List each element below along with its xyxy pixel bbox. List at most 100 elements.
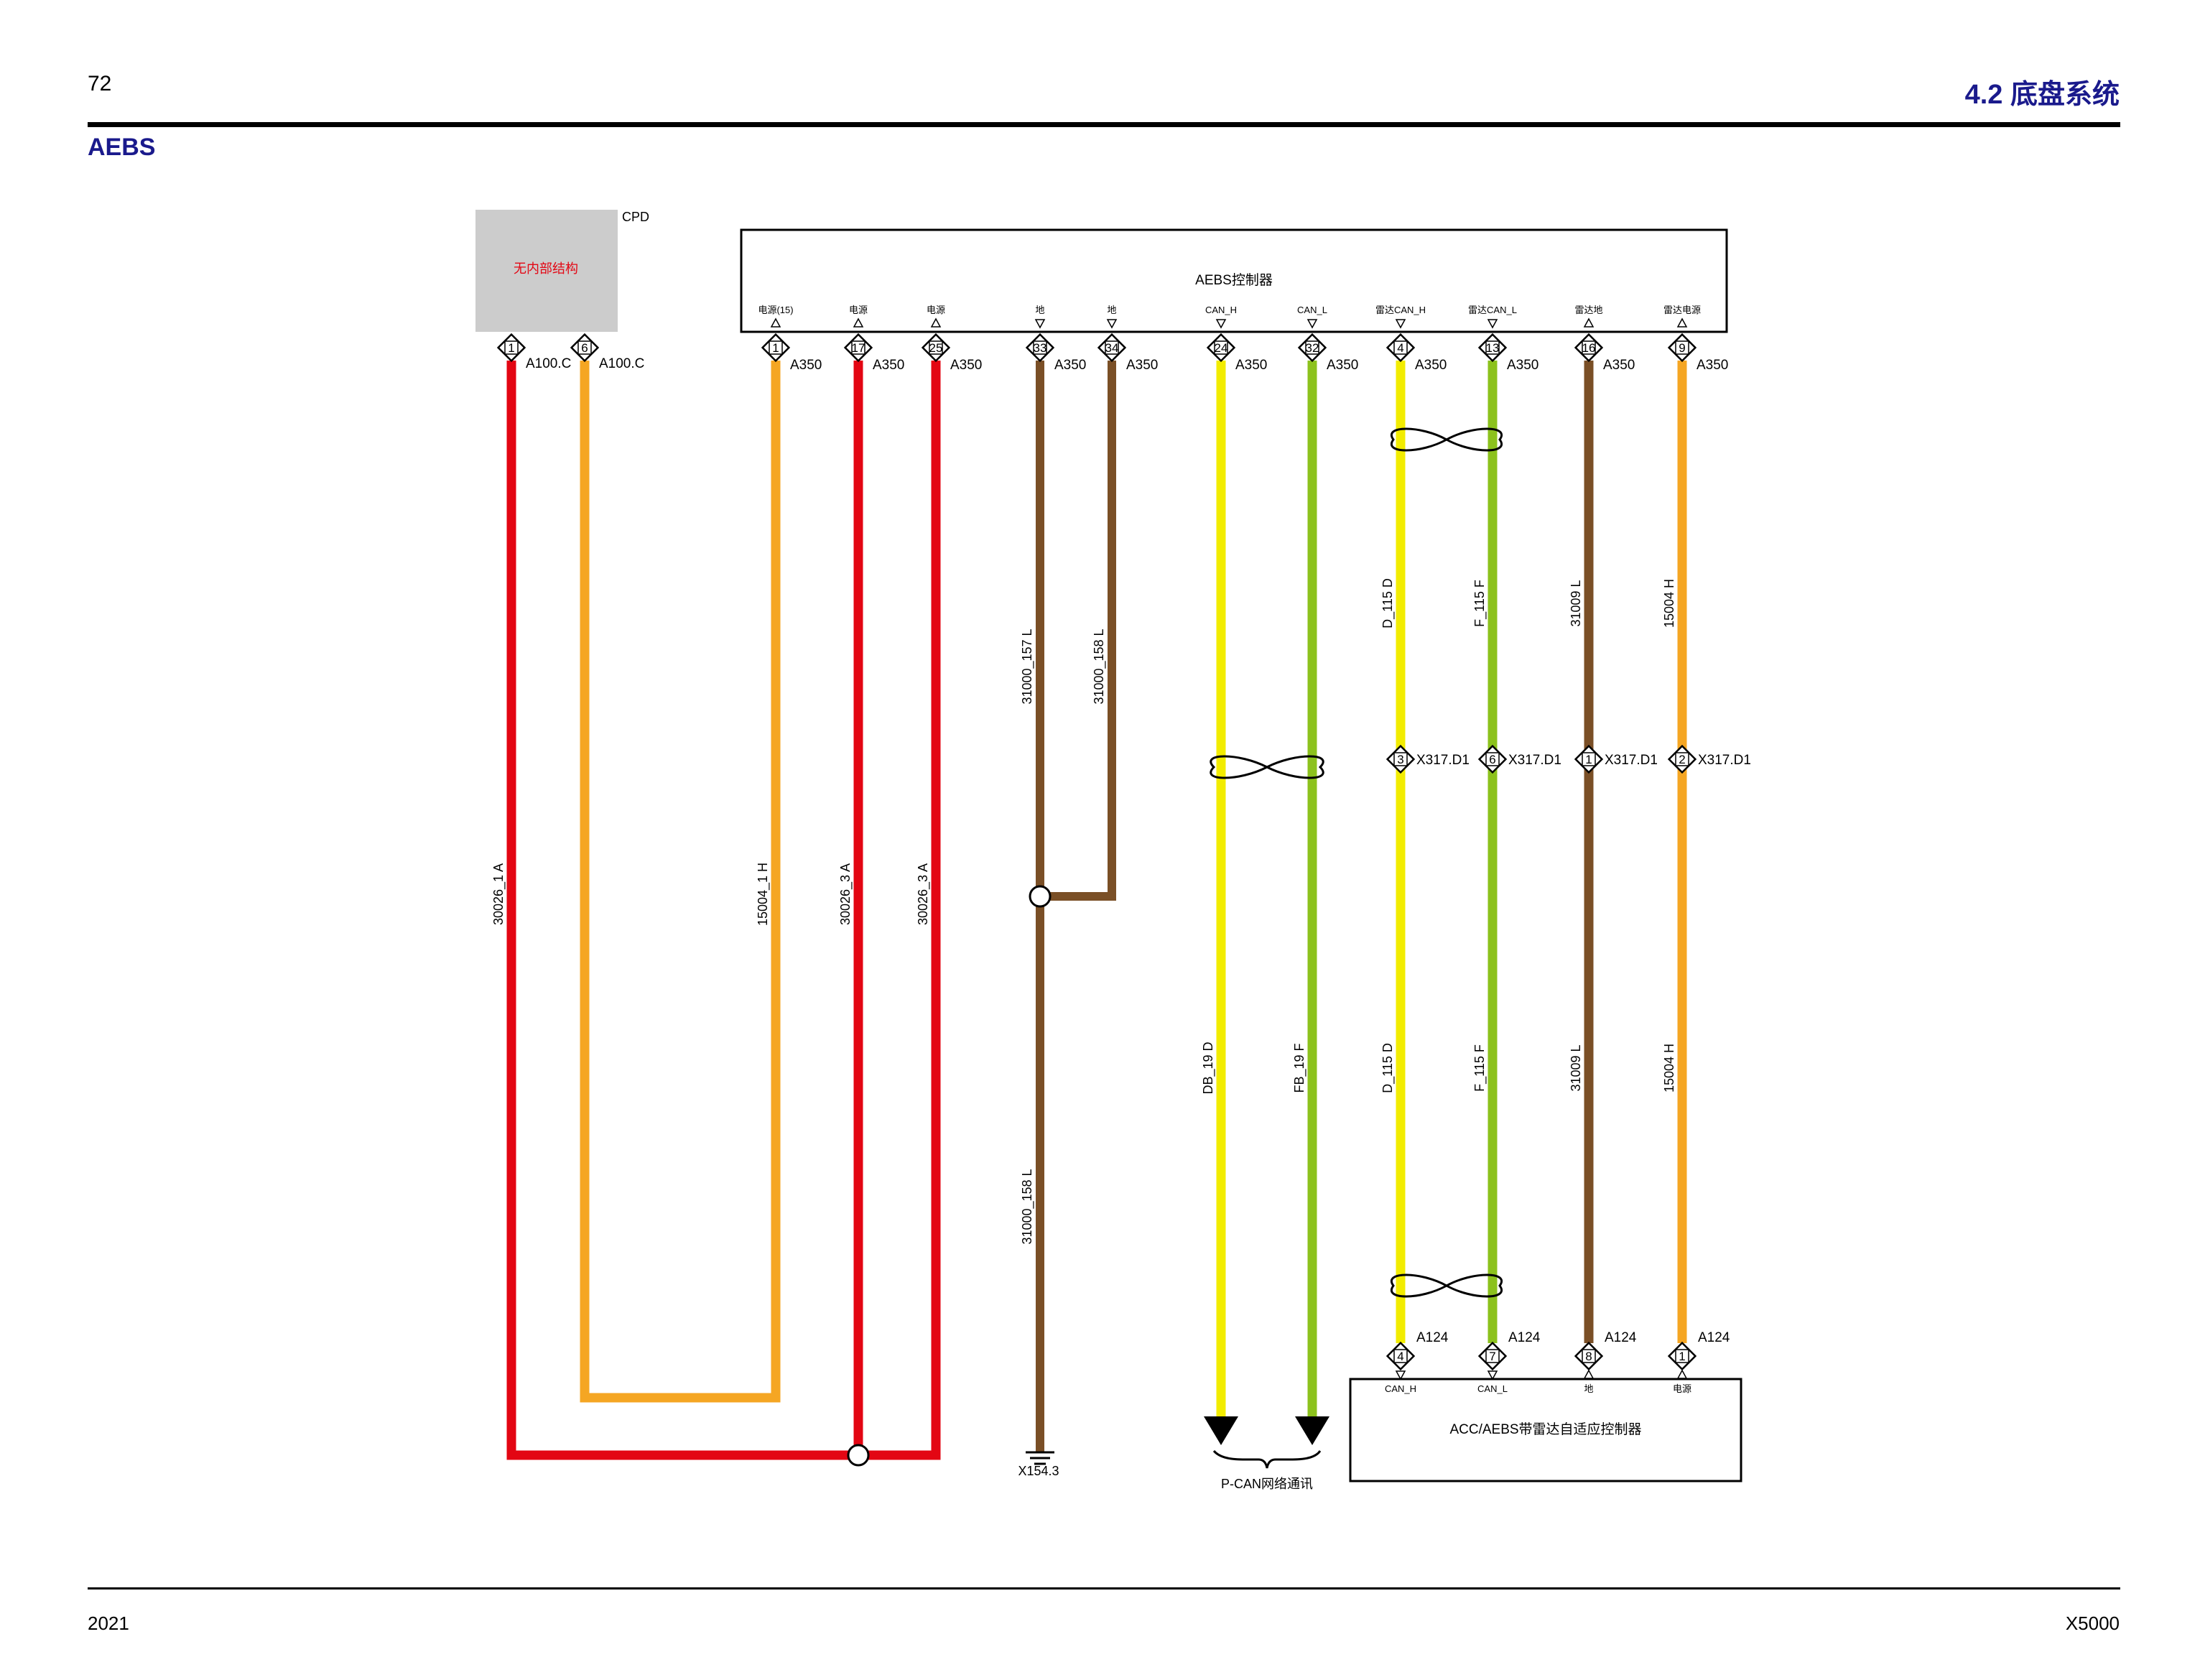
- aebs-pin-arrow-icon: [1395, 319, 1406, 329]
- aebs-pin-connector: A350: [1054, 358, 1086, 373]
- inline-pin-marker-inner: [1485, 752, 1500, 766]
- wire-label: 31009 L: [1569, 580, 1583, 626]
- header-rule: [88, 122, 2120, 127]
- aebs-controller-name: AEBS控制器: [1195, 272, 1273, 288]
- acc-pin-function: CAN_H: [1385, 1383, 1416, 1394]
- acc-controller-box: [1349, 1378, 1742, 1482]
- splice-ground: [1029, 885, 1052, 908]
- inline-pin-marker-inner: [1675, 752, 1689, 766]
- acc-pin-connector: A124: [1605, 1330, 1637, 1345]
- wire-label: F_115 F: [1472, 580, 1487, 627]
- acc-pin-connector: A124: [1698, 1330, 1730, 1345]
- cpd-pin-connector: A100.C: [599, 356, 644, 371]
- aebs-pin-arrow-icon: [1306, 319, 1318, 329]
- aebs-pin-arrow-icon: [930, 317, 942, 328]
- aebs-pin-connector: A350: [790, 358, 822, 373]
- aebs-pin-function: 电源(15): [758, 305, 793, 315]
- aebs-pin-connector: A350: [1697, 358, 1728, 373]
- wire-label: 30026_1 A: [491, 863, 506, 925]
- twisted-pair-pcan: [1210, 755, 1324, 779]
- aebs-pin-number: 24: [1215, 341, 1228, 355]
- cpd-pin-marker-inner: [577, 340, 592, 355]
- wire-label: 31000_158 L: [1020, 1169, 1035, 1244]
- aebs-pin-number: 32: [1306, 341, 1319, 355]
- aebs-pin-number: 9: [1679, 341, 1685, 355]
- wire-label: 30026_3 A: [916, 863, 931, 925]
- acc-pin-arrow-icon: [1395, 1370, 1406, 1380]
- inline-pin-number: 2: [1679, 753, 1685, 766]
- acc-controller-name: ACC/AEBS带雷达自适应控制器: [1449, 1421, 1641, 1437]
- acc-pin-marker-inner: [1675, 1349, 1689, 1363]
- acc-pin-marker-inner: [1582, 1349, 1596, 1363]
- inline-pin-connector: X317.D1: [1508, 753, 1561, 768]
- aebs-pin-function: 地: [1107, 305, 1116, 315]
- inline-pin-number: 3: [1397, 753, 1403, 766]
- cpd-pin-marker-inner: [504, 340, 519, 355]
- pins-layer: 1A100.C6A100.C电源(15)1A350电源17A350电源25A35…: [496, 305, 1751, 1394]
- network-arrow-can-h-icon: [1204, 1416, 1238, 1445]
- aebs-pin-function: 地: [1035, 305, 1044, 315]
- aebs-pin-function: CAN_H: [1205, 305, 1237, 315]
- aebs-pin-arrow-icon: [853, 317, 864, 328]
- aebs-pin-connector: A350: [1235, 358, 1267, 373]
- wire-label: D_115 D: [1380, 578, 1396, 628]
- wire-label: 31000_157 L: [1020, 628, 1035, 704]
- inline-pin-marker-inner: [1393, 752, 1408, 766]
- cpd-box: [475, 210, 618, 332]
- aebs-pin-connector: A350: [1507, 358, 1538, 373]
- network-arrow-can-l-icon: [1295, 1416, 1329, 1445]
- acc-pin-number: 7: [1489, 1350, 1495, 1363]
- aebs-pin-connector: A350: [1126, 358, 1158, 373]
- aebs-pin-number: 13: [1486, 341, 1500, 355]
- acc-pin-arrow-icon: [1487, 1370, 1498, 1380]
- wire-label: D_115 D: [1380, 1043, 1396, 1093]
- wire-label: 15004_1 H: [756, 863, 771, 926]
- aebs-pin-marker-inner: [851, 340, 865, 355]
- ground-icon: [1026, 1451, 1054, 1465]
- inline-pin-number: 1: [1585, 753, 1592, 766]
- aebs-pin-number: 4: [1397, 341, 1403, 355]
- wire-30026-3-pin25: [858, 361, 941, 1460]
- aebs-pin-marker-inner: [1582, 340, 1596, 355]
- acc-pin-number: 1: [1679, 1350, 1685, 1363]
- aebs-pin-number: 34: [1105, 341, 1119, 355]
- aebs-pin-function: 雷达CAN_H: [1375, 305, 1426, 315]
- inline-pin-connector: X317.D1: [1605, 753, 1658, 768]
- aebs-pin-connector: A350: [873, 358, 904, 373]
- wire-label: 15004 H: [1662, 579, 1676, 628]
- wire-cpd-pin6-15004-1: [580, 361, 781, 1403]
- aebs-pin-marker-inner: [1214, 340, 1228, 355]
- cpd-pin-number: 6: [581, 341, 588, 355]
- aebs-pin-marker-inner: [1485, 340, 1500, 355]
- inline-pin-connector: X317.D1: [1416, 753, 1470, 768]
- aebs-pin-marker-inner: [1393, 340, 1408, 355]
- wire-label: 15004 H: [1662, 1044, 1676, 1092]
- aebs-pin-arrow-icon: [1034, 319, 1046, 329]
- acc-pin-connector: A124: [1508, 1330, 1541, 1345]
- aebs-controller-box: [740, 228, 1728, 333]
- footer-year: 2021: [88, 1612, 129, 1634]
- aebs-pin-arrow-icon: [1583, 317, 1595, 328]
- wire-label: FB_19 F: [1292, 1043, 1307, 1092]
- aebs-pin-function: 电源: [849, 305, 868, 315]
- aebs-pin-connector: A350: [1327, 358, 1358, 373]
- aebs-pin-connector: A350: [1603, 358, 1635, 373]
- wire-31000-158: [1040, 361, 1116, 901]
- aebs-pin-function: 电源: [927, 305, 945, 315]
- cpd-name: CPD: [622, 210, 649, 224]
- acc-pin-function: 电源: [1673, 1383, 1691, 1394]
- acc-pin-function: 地: [1584, 1383, 1593, 1394]
- twisted-pair-radar-top: [1391, 427, 1503, 452]
- acc-pin-arrow-icon: [1583, 1369, 1595, 1379]
- aebs-pin-marker-inner: [929, 340, 943, 355]
- aebs-pin-marker-inner: [769, 340, 783, 355]
- aebs-pin-arrow-icon: [1215, 319, 1227, 329]
- acc-pin-number: 4: [1397, 1350, 1403, 1363]
- aebs-pin-number: 33: [1034, 341, 1047, 355]
- wire-label: F_115 F: [1472, 1044, 1487, 1092]
- network-brace-icon: [1212, 1449, 1322, 1469]
- aebs-pin-function: 雷达电源: [1663, 305, 1701, 315]
- wire-label: 31009 L: [1569, 1044, 1583, 1091]
- inline-pin-marker-inner: [1582, 752, 1596, 766]
- acc-pin-connector: A124: [1416, 1330, 1449, 1345]
